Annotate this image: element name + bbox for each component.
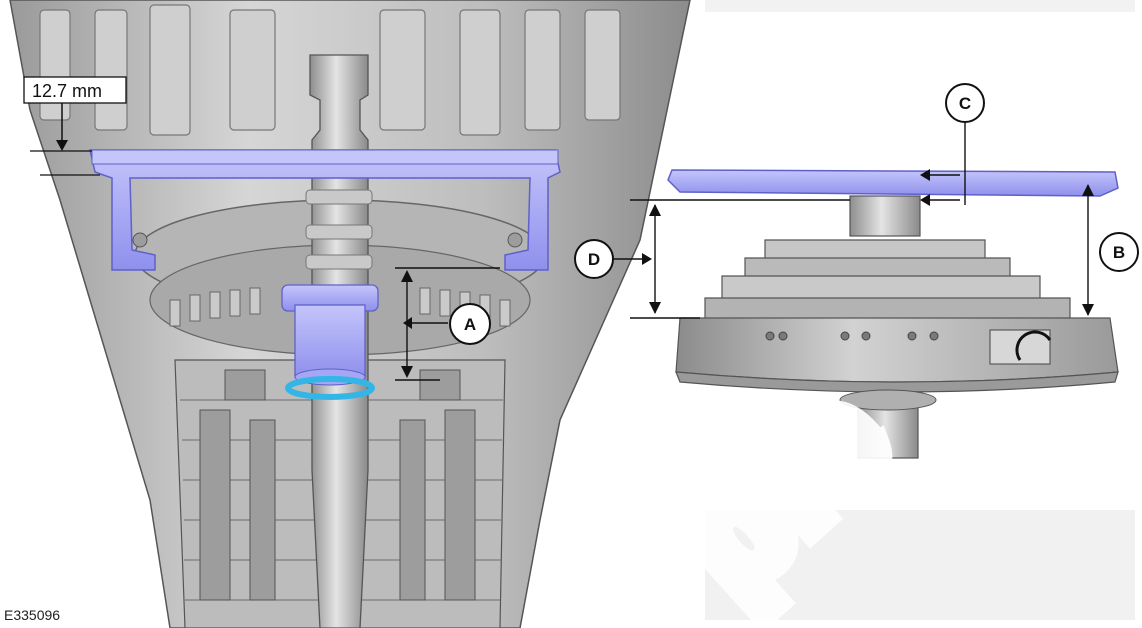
clutch-drum (675, 239, 1119, 393)
figure-id: E335096 (4, 607, 60, 623)
transmission-case-view: 12.7 mm A (9, 0, 691, 628)
dimension-label: 12.7 mm (32, 81, 102, 101)
dimension-c (920, 120, 966, 206)
dimension-d (614, 199, 850, 319)
shaft-sleeve-tool (281, 284, 379, 386)
assembly-hub (849, 195, 921, 237)
callout-c: C (945, 83, 985, 123)
callout-c-label: C (959, 94, 971, 113)
dimension-b (1082, 184, 1094, 316)
callout-a: A (449, 303, 491, 345)
case-ribs (39, 4, 621, 136)
callout-d: D (574, 239, 614, 279)
callout-b: B (1099, 232, 1139, 272)
callout-a-label: A (464, 315, 476, 334)
callout-d-label: D (588, 250, 600, 269)
snap-ring (285, 376, 375, 400)
clutch-assembly-view: C D B (574, 83, 1139, 459)
bridge-tool (89, 149, 561, 271)
dimension-a (395, 267, 500, 381)
drum-holes (765, 329, 1052, 365)
callout-b-label: B (1113, 243, 1125, 262)
dimension-12-7-mm: 12.7 mm (23, 76, 127, 176)
right-top-panel (705, 0, 1135, 12)
measuring-plate (667, 169, 1119, 197)
right-bottom-panel (705, 510, 1135, 620)
clutch-ring-teeth (169, 287, 511, 327)
